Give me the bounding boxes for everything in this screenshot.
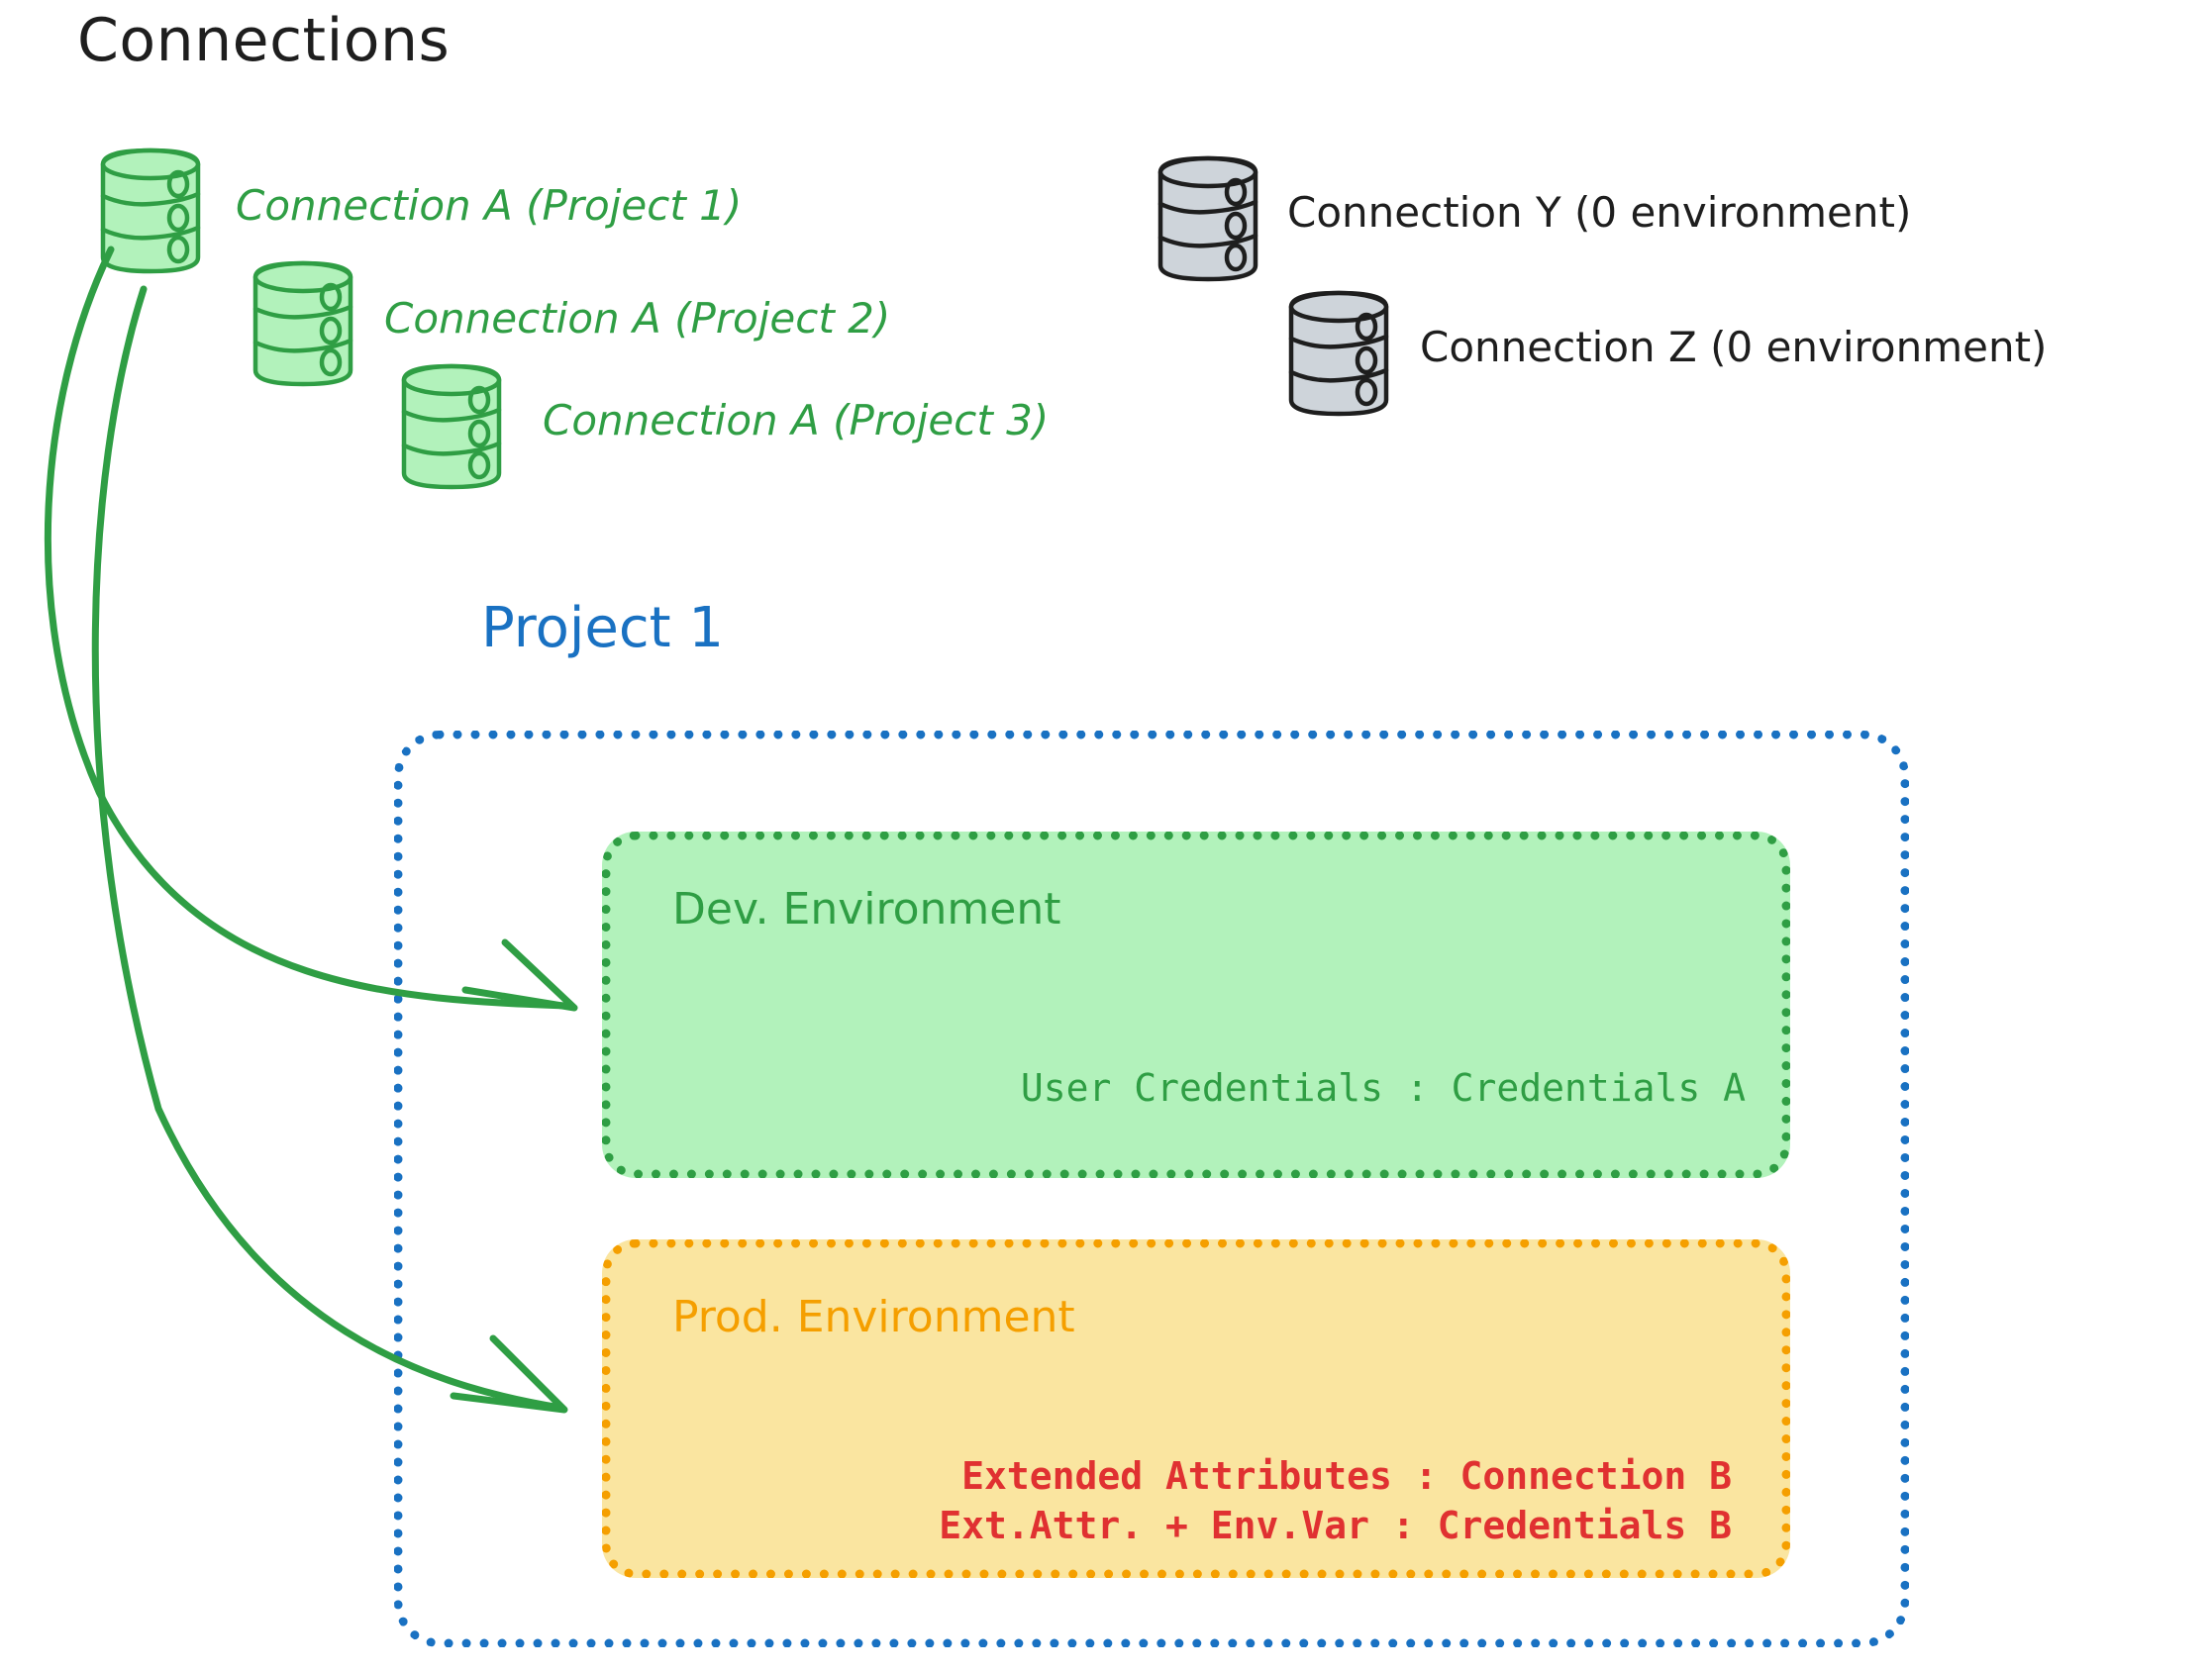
dev-environment-credentials-line: User Credentials : Credentials A bbox=[1020, 1066, 1746, 1110]
database-icon-connection-z bbox=[1283, 289, 1394, 420]
database-icon-connection-a-project-3 bbox=[396, 362, 507, 493]
database-icon-connection-a-project-1 bbox=[95, 147, 206, 277]
prod-environment-env-var-line: Ext.Attr. + Env.Var : Credentials B bbox=[939, 1504, 1732, 1547]
prod-environment-box: Prod. Environment Extended Attributes : … bbox=[602, 1239, 1790, 1578]
connection-label-z: Connection Z (0 environment) bbox=[1420, 323, 2048, 371]
connection-label-y: Connection Y (0 environment) bbox=[1287, 188, 1912, 237]
project-title: Project 1 bbox=[481, 596, 725, 660]
prod-environment-extended-attributes-line: Extended Attributes : Connection B bbox=[961, 1454, 1732, 1498]
dev-environment-box: Dev. Environment User Credentials : Cred… bbox=[602, 832, 1790, 1178]
page-title-connections: Connections bbox=[77, 6, 451, 75]
connection-label-a-project-2: Connection A (Project 2) bbox=[384, 294, 891, 343]
database-icon-connection-a-project-2 bbox=[248, 259, 358, 390]
connection-label-a-project-3: Connection A (Project 3) bbox=[543, 396, 1050, 444]
prod-environment-title: Prod. Environment bbox=[672, 1292, 1075, 1342]
database-icon-connection-y bbox=[1153, 154, 1263, 285]
connection-label-a-project-1: Connection A (Project 1) bbox=[236, 181, 743, 230]
dev-environment-title: Dev. Environment bbox=[672, 884, 1061, 935]
